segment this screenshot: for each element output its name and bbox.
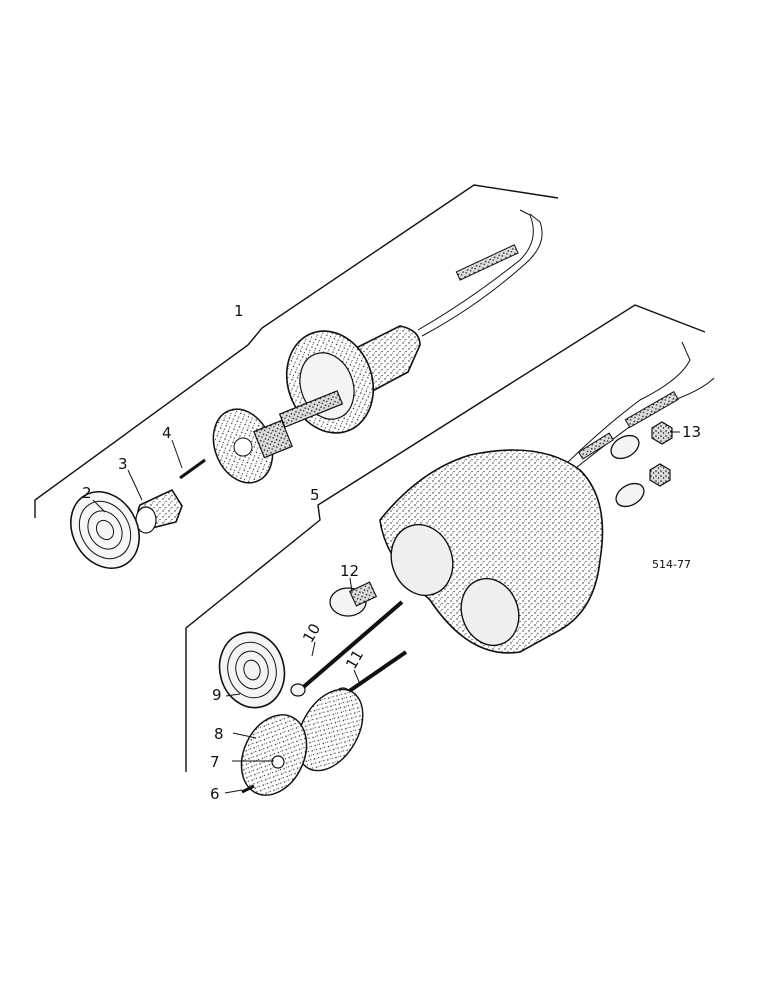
wire-sleeve xyxy=(455,244,519,281)
callout-3: 3 xyxy=(118,455,128,473)
wire-sleeve-2 xyxy=(624,390,679,429)
nut-part-13-upper xyxy=(651,421,673,445)
plate-part-8 xyxy=(240,714,308,796)
callout-4: 4 xyxy=(162,424,172,442)
callout-8: 8 xyxy=(214,725,224,743)
assembly-5-bracket xyxy=(185,304,706,772)
drawing-code: 514-77 xyxy=(652,558,691,571)
bolt-part-11 xyxy=(343,650,408,696)
callout-2: 2 xyxy=(82,484,92,502)
housing-bore-upper xyxy=(390,523,454,597)
callout-1: 1 xyxy=(234,302,244,320)
lens-part-9 xyxy=(218,631,286,709)
lug-lower xyxy=(615,482,645,508)
lug-upper xyxy=(610,434,640,460)
callout-7: 7 xyxy=(210,753,220,771)
callout-12: 12 xyxy=(340,562,359,580)
leader-lines xyxy=(92,431,680,794)
callout-6: 6 xyxy=(210,785,220,803)
assembly-1-bracket xyxy=(34,184,559,518)
screw-part-4 xyxy=(179,458,206,480)
bolt-part-10 xyxy=(298,600,404,692)
double-lamp-housing xyxy=(379,449,604,654)
housing-bore-lower xyxy=(460,577,520,647)
nut-part-13-lower xyxy=(649,463,671,487)
callout-13: 13 xyxy=(682,423,701,441)
lamp-assembly-1 xyxy=(70,209,543,569)
callout-9: 9 xyxy=(212,686,222,704)
screw-part-6 xyxy=(241,784,255,794)
lens-part-2 xyxy=(70,491,140,569)
reflector-disc xyxy=(296,688,364,772)
callout-5: 5 xyxy=(310,486,320,504)
grommet-part-7 xyxy=(271,755,285,769)
callout-10: 10 xyxy=(299,620,324,646)
lamp-assembly-5 xyxy=(218,341,715,796)
